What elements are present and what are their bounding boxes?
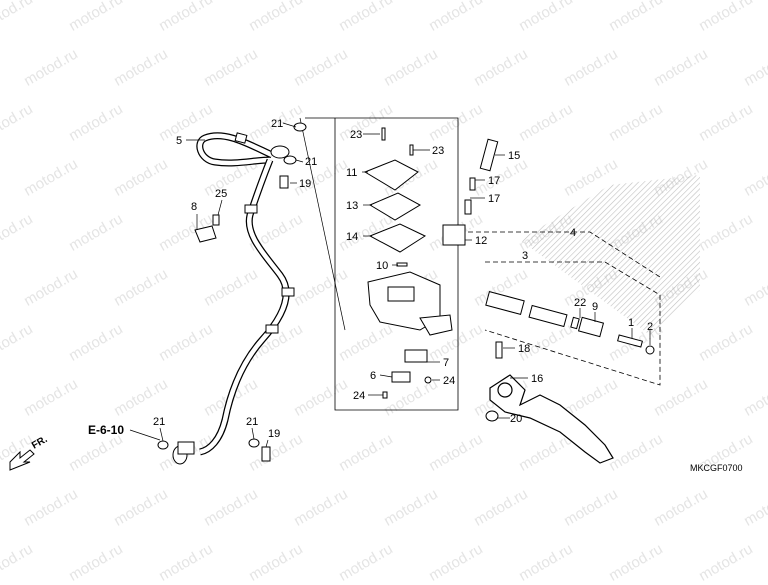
callout-22: 22 [574, 297, 586, 309]
callout-24-right: 24 [443, 375, 455, 387]
reference-label: E-6-10 [88, 423, 124, 437]
callout-10: 10 [376, 260, 388, 272]
callout-15: 15 [508, 150, 520, 162]
callout-6: 6 [370, 370, 376, 382]
group-box-3 [484, 261, 661, 386]
callout-24-left: 24 [353, 390, 365, 402]
callout-23-right: 23 [432, 145, 444, 157]
callout-2: 2 [647, 321, 653, 333]
callout-13: 13 [346, 200, 358, 212]
front-arrow-icon [9, 449, 35, 471]
callout-11: 11 [346, 167, 357, 179]
leader-lines [159, 122, 651, 448]
clutch-hose [172, 132, 295, 465]
master-cylinder-parts [363, 127, 453, 399]
callout-21-top: 21 [271, 118, 283, 130]
callout-4: 4 [570, 227, 576, 239]
callout-9: 9 [592, 301, 598, 313]
callout-16: 16 [531, 373, 543, 385]
diagram-code: MKCGF0700 [690, 463, 743, 473]
reference-leader [129, 429, 161, 441]
callout-18: 18 [518, 343, 530, 355]
callout-8: 8 [191, 201, 197, 213]
callout-17-upper: 17 [488, 175, 500, 187]
callout-19-top: 19 [299, 178, 311, 190]
front-label: FR. [30, 434, 50, 452]
callout-25: 25 [215, 188, 227, 200]
callout-21-bottom-right: 21 [246, 416, 258, 428]
callout-3: 3 [522, 250, 528, 262]
callout-14: 14 [346, 231, 358, 243]
callout-23-left: 23 [350, 129, 362, 141]
washers-bolts [157, 122, 307, 462]
callout-19-bottom: 19 [268, 428, 280, 440]
group-box-master-cylinder [305, 117, 459, 411]
callout-5: 5 [176, 135, 182, 147]
leader-hose-box [299, 117, 346, 331]
callout-20: 20 [510, 413, 522, 425]
lever-pivot-parts [442, 138, 503, 422]
clutch-lever [489, 374, 614, 464]
callout-1: 1 [628, 317, 634, 329]
callout-12: 12 [475, 235, 487, 247]
piston-assembly [485, 290, 655, 355]
callout-7: 7 [443, 357, 449, 369]
shade-area [520, 175, 700, 335]
callout-21-bottom-left: 21 [153, 416, 165, 428]
group-box-4 [460, 231, 661, 278]
callout-17-lower: 17 [488, 193, 500, 205]
callout-21-mid: 21 [305, 156, 317, 168]
